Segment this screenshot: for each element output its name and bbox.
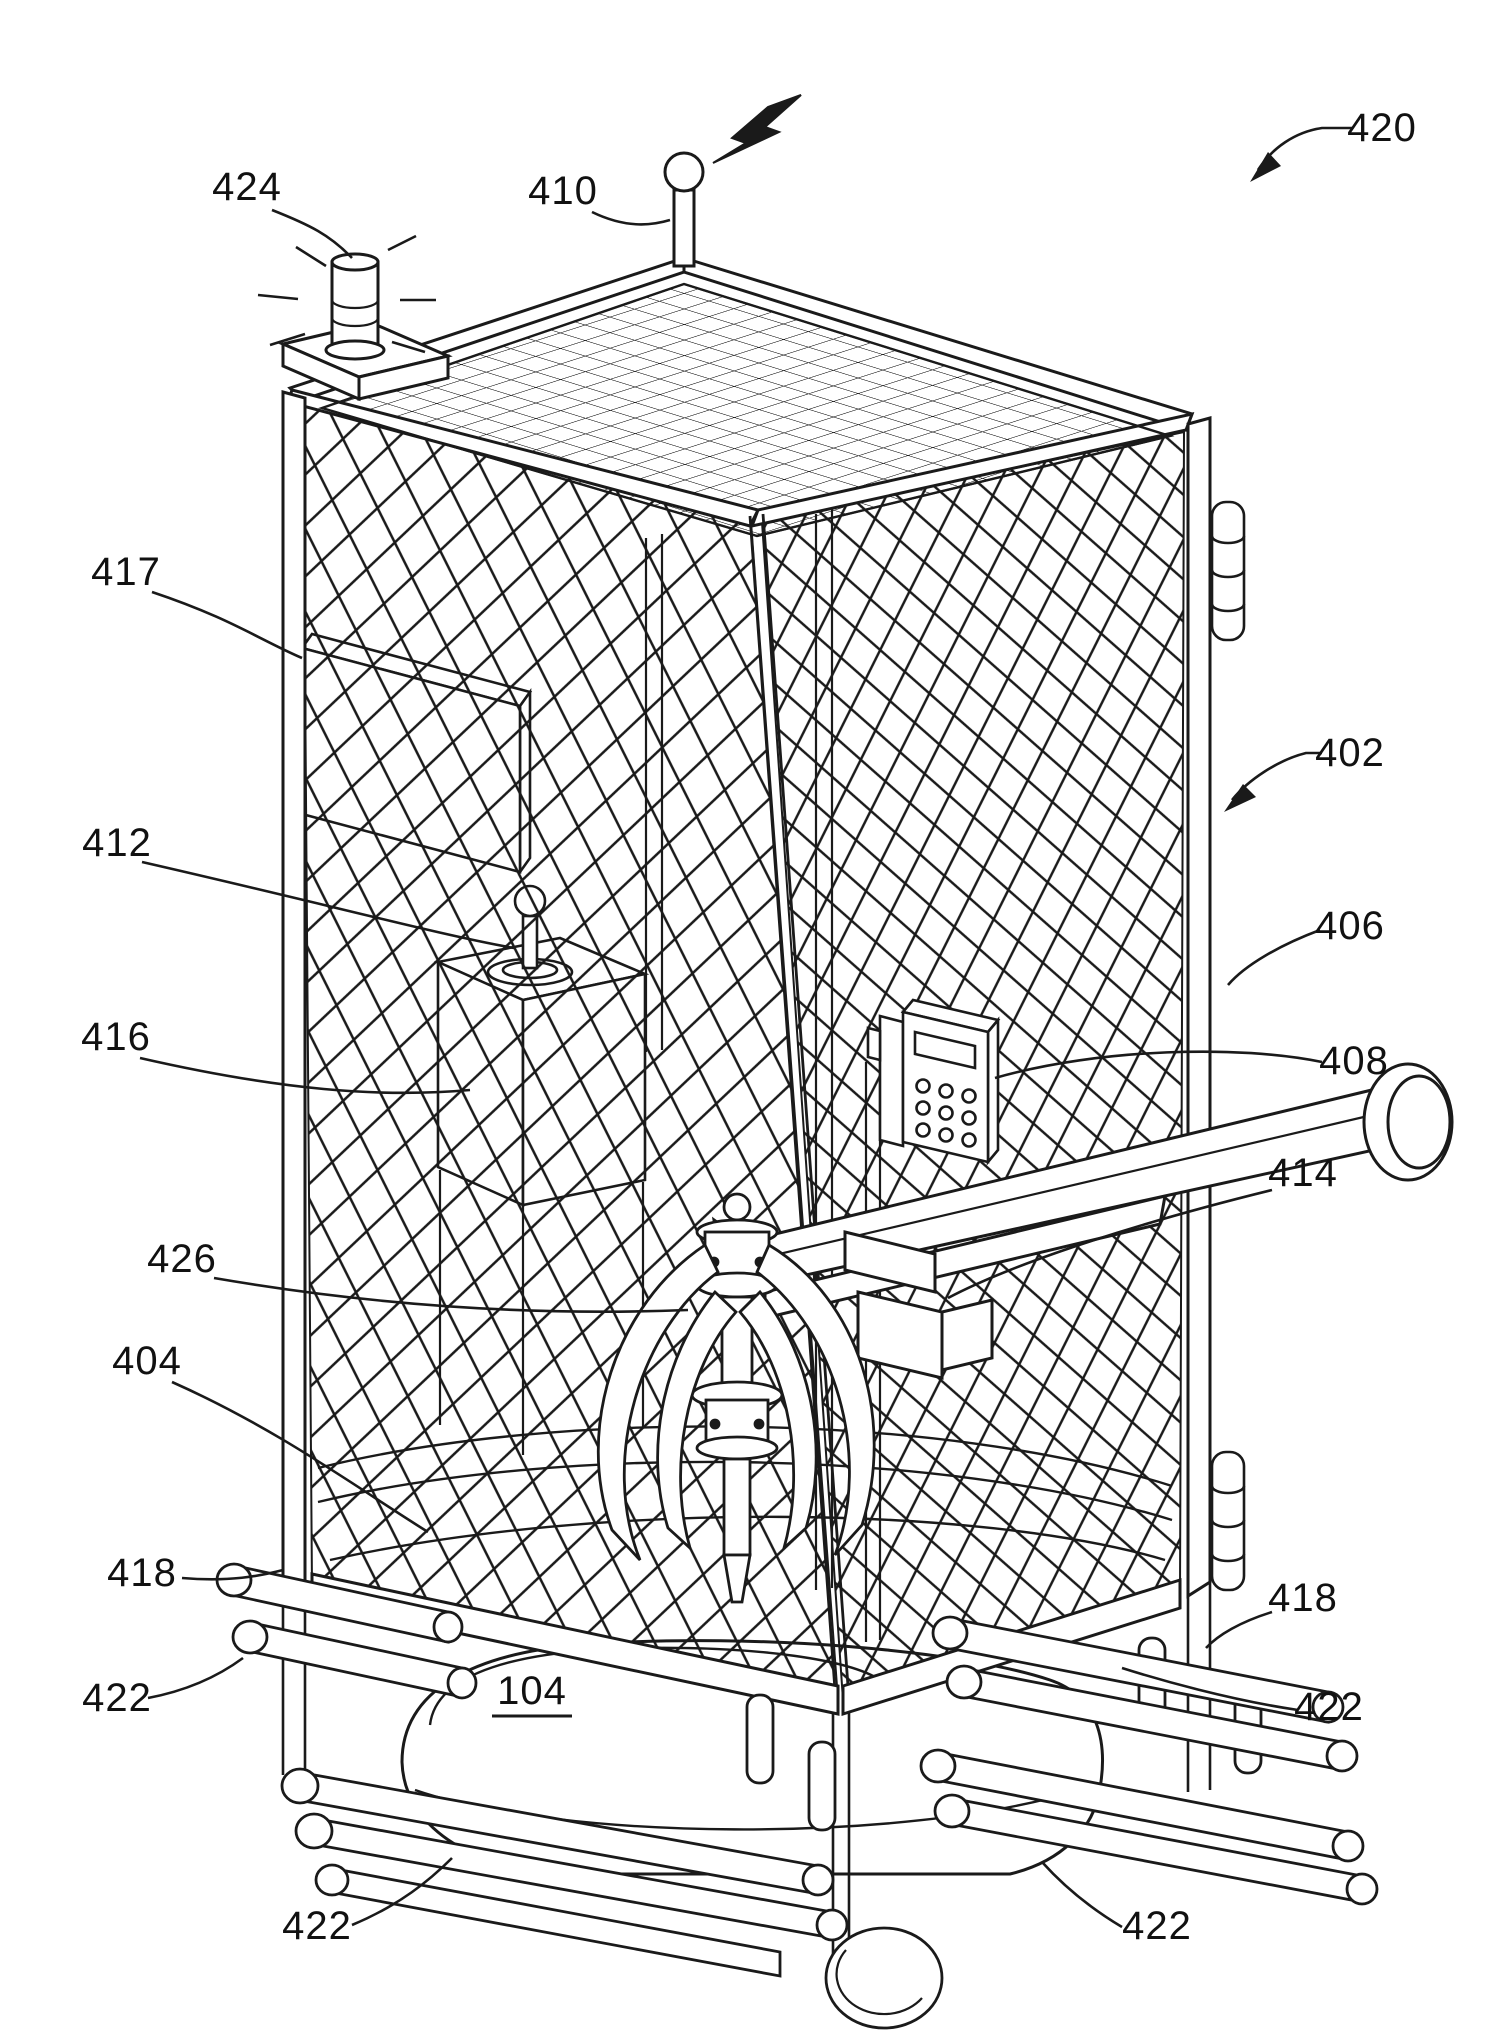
- leader-417: [151, 590, 303, 660]
- ref-label-402: 402: [1315, 731, 1385, 775]
- drive-wheel: [824, 1926, 944, 2030]
- beacon-base: [324, 339, 386, 361]
- left-post-extension: [281, 1588, 307, 1788]
- leader-422-bottom-right: [1041, 1861, 1123, 1929]
- arm-bracket-upper: [843, 1230, 937, 1294]
- annotations: [139, 94, 1352, 1929]
- ref-label-412: 412: [82, 821, 152, 865]
- reference-labels: 424 410 420 417 402 412 406 416 408 414 426 404 418 4…: [81, 106, 1417, 1948]
- leader-424: [271, 208, 353, 259]
- keypad: [866, 998, 1001, 1166]
- ref-label-418R: 418: [1268, 1576, 1338, 1620]
- keypad-buttons: [915, 1078, 977, 1148]
- top-inner-rail: [318, 282, 1175, 538]
- ref-label-404: 404: [112, 1339, 182, 1383]
- ref-label-104: 104: [497, 1669, 567, 1713]
- arrowhead-402: [1224, 784, 1256, 812]
- lightning-bolt-icon: [712, 94, 802, 164]
- arm-bracket-box: [940, 1298, 994, 1372]
- ref-label-420: 420: [1347, 106, 1417, 150]
- ref-label-424: 424: [212, 165, 282, 209]
- leader-416: [139, 1056, 471, 1095]
- leader-422-left: [147, 1656, 244, 1700]
- mesh-left-wall: [301, 402, 840, 1702]
- leader-422-right: [1121, 1666, 1299, 1712]
- fork-tine-base: [215, 1562, 1379, 2030]
- keypad-screen: [913, 1030, 977, 1070]
- left-corner-post: [281, 390, 307, 1605]
- right-corner-post: [1186, 416, 1212, 1599]
- beacon-assembly: [257, 234, 453, 402]
- leader-410: [591, 210, 671, 226]
- ref-label-422BL: 422: [282, 1904, 352, 1948]
- beacon-plate-right: [357, 354, 450, 401]
- ref-label-422BR: 422: [1122, 1904, 1192, 1948]
- claw-finger-left-inner: [656, 1289, 738, 1553]
- leader-414: [947, 1188, 1273, 1300]
- beacon-light-rays: [257, 234, 436, 354]
- leader-404: [171, 1380, 429, 1534]
- leader-406: [1227, 928, 1321, 986]
- manipulator-arm: [711, 1062, 1454, 1380]
- manipulator: [596, 998, 1454, 1604]
- arm-bracket-lower: [856, 1290, 944, 1380]
- antenna: [663, 151, 705, 268]
- top-rail-front-right: [749, 411, 1195, 529]
- claw-finger-right-inner: [738, 1289, 818, 1553]
- arrowhead-420: [1250, 152, 1281, 182]
- leader-426: [213, 1276, 689, 1313]
- ref-label-426: 426: [147, 1237, 217, 1281]
- ref-label-406: 406: [1315, 904, 1385, 948]
- claw-finger-left-outer: [596, 1242, 720, 1561]
- leader-418-right: [1205, 1610, 1273, 1649]
- ref-label-408: 408: [1319, 1039, 1389, 1083]
- ref-label-422R: 422: [1294, 1685, 1364, 1729]
- door-hinges: [1210, 500, 1246, 1592]
- ref-label-414: 414: [1268, 1151, 1338, 1195]
- ref-label-418L: 418: [107, 1551, 177, 1595]
- gripper-claw: [596, 1192, 876, 1604]
- leader-412: [141, 860, 515, 950]
- leader-422-bottom-left: [351, 1857, 453, 1927]
- ref-label-410: 410: [528, 169, 598, 213]
- ref-label-422L: 422: [82, 1676, 152, 1720]
- ref-label-417: 417: [91, 550, 161, 594]
- claw-finger-right-outer: [755, 1242, 876, 1556]
- ref-label-416: 416: [81, 1015, 151, 1059]
- leader-408: [994, 1050, 1323, 1080]
- cage-frame: [257, 151, 1246, 1958]
- beacon-cap: [330, 252, 380, 272]
- leader-418-left: [181, 1568, 284, 1581]
- front-corner-edge: [748, 513, 851, 1705]
